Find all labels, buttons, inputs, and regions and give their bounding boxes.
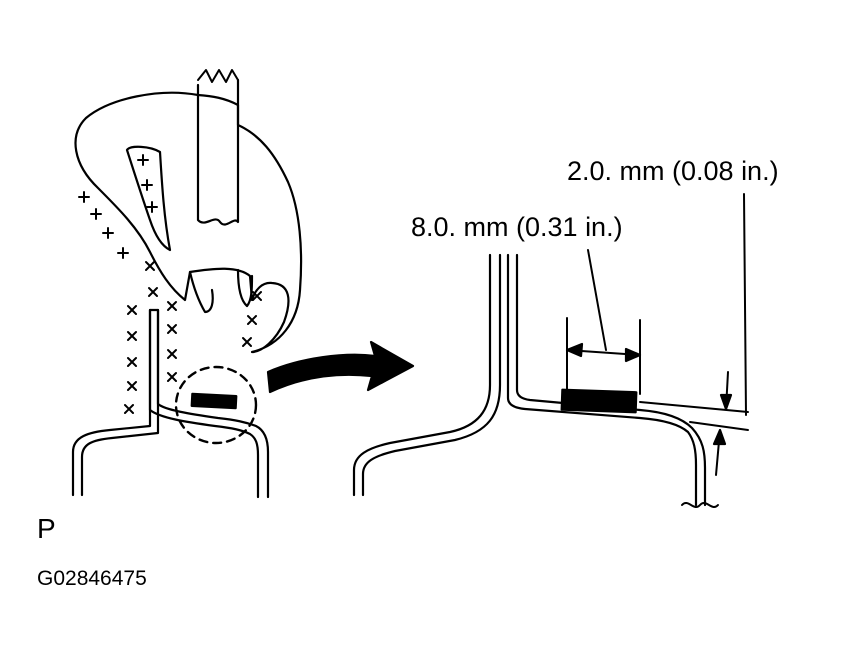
- cross-marker: [167, 301, 177, 311]
- view-letter: P: [37, 513, 56, 544]
- cross-marker: [127, 381, 137, 391]
- cross-marker: [167, 372, 177, 382]
- detail-view: [352, 193, 749, 508]
- plus-markers: [78, 154, 158, 259]
- tool-jaw-left: [188, 270, 214, 314]
- tool-view: [71, 69, 415, 499]
- width-dimension-label: 8.0. mm (0.31 in.): [411, 212, 623, 242]
- detail-panel-outer: [352, 253, 492, 497]
- plus-marker: [146, 201, 158, 213]
- plus-marker: [102, 227, 114, 239]
- width-leader-line: [587, 249, 607, 351]
- height-arrowhead-bottom: [712, 428, 727, 446]
- width-arrowhead-right: [624, 347, 642, 363]
- height-extension-bottom: [689, 421, 749, 431]
- detail-panel-inner: [361, 253, 502, 497]
- plus-marker: [141, 179, 153, 191]
- detail-circle: [174, 365, 258, 445]
- break-line: [681, 502, 719, 508]
- panel-flange-outer: [71, 308, 270, 499]
- handle-break-line: [197, 69, 239, 83]
- sealer-bead: [190, 392, 238, 410]
- cross-marker: [167, 349, 177, 359]
- detail-flange-outer: [506, 253, 698, 507]
- cross-marker: [148, 287, 158, 297]
- tool-handle: [196, 78, 240, 226]
- width-arrowhead-left: [565, 342, 584, 358]
- figure-code: G02846475: [37, 567, 147, 590]
- cross-marker: [127, 357, 137, 367]
- cross-marker: [145, 261, 155, 271]
- tool-inner-slot: [125, 145, 172, 252]
- cross-marker: [242, 337, 252, 347]
- height-arrowhead-top: [719, 393, 733, 411]
- plus-marker: [117, 247, 129, 259]
- detail-flange-inner: [515, 253, 707, 507]
- plus-marker: [78, 191, 90, 203]
- cross-marker: [127, 331, 137, 341]
- cross-marker: [124, 404, 134, 414]
- height-leader-line: [743, 193, 747, 416]
- cross-marker: [167, 324, 177, 334]
- height-extension-top: [639, 401, 749, 413]
- direction-arrow: [266, 340, 415, 394]
- clamp-tool-body: [74, 91, 303, 354]
- cross-marker: [252, 291, 262, 301]
- cross-markers: [124, 261, 262, 414]
- plus-marker: [90, 208, 102, 220]
- height-dimension-label: 2.0. mm (0.08 in.): [567, 156, 779, 186]
- panel-flange-inner: [80, 308, 260, 499]
- detail-sealer-bead: [560, 388, 638, 414]
- cross-marker: [247, 315, 257, 325]
- plus-marker: [137, 154, 149, 166]
- cross-marker: [127, 305, 137, 315]
- tool-jaw-right: [236, 268, 254, 308]
